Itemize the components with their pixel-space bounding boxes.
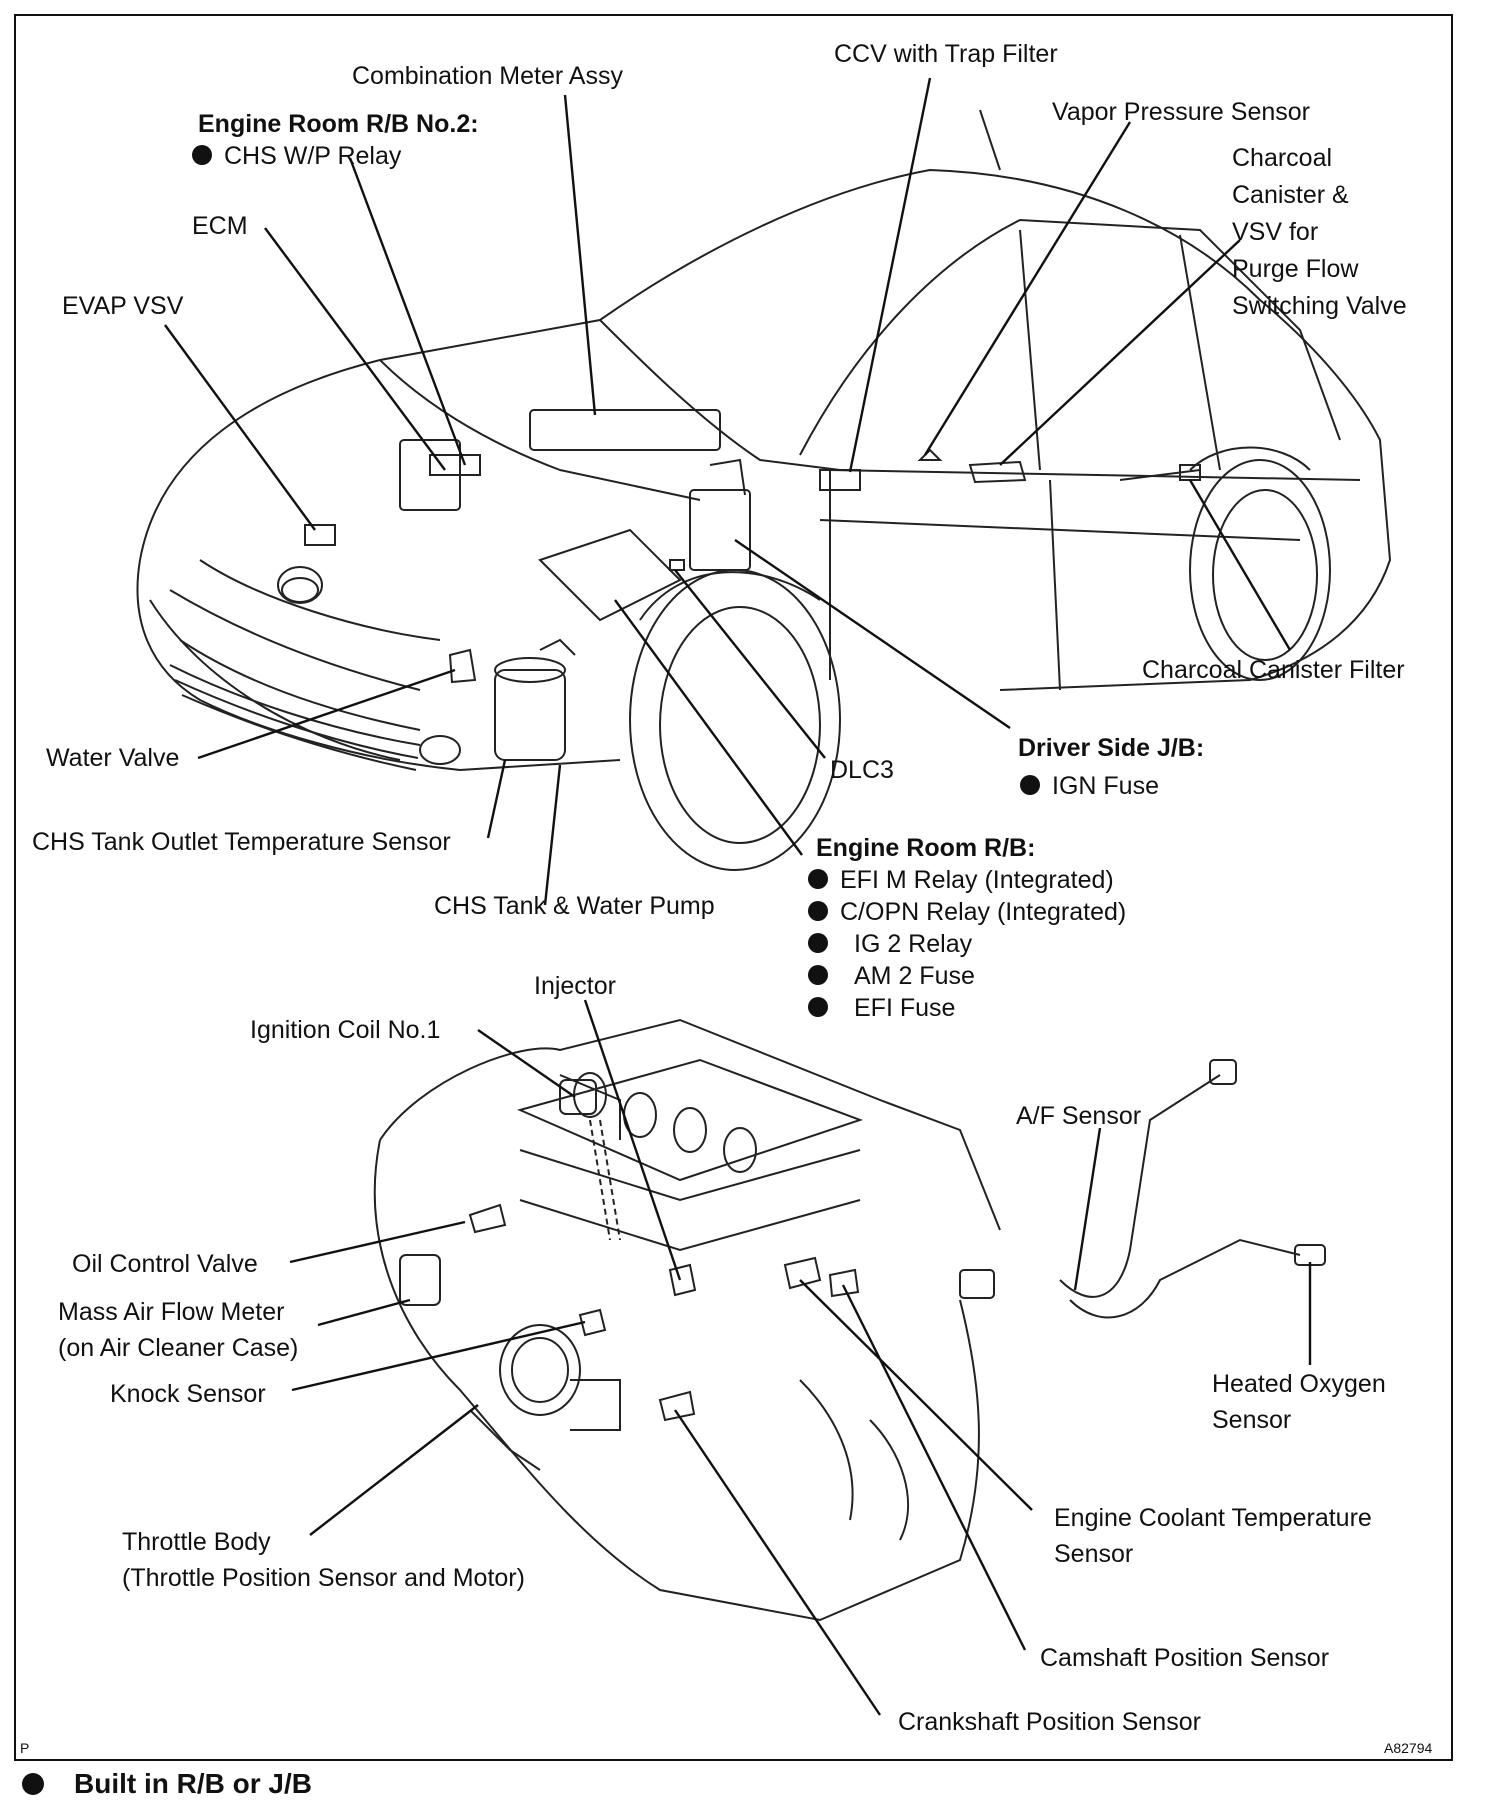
label-oil-control-valve: Oil Control Valve xyxy=(72,1250,258,1278)
label-ecm: ECM xyxy=(192,212,248,240)
label-charcoal-canister-line4: Purge Flow xyxy=(1232,255,1359,283)
label-throttle-body-line2: (Throttle Position Sensor and Motor) xyxy=(122,1564,525,1592)
af-sensor-pipe xyxy=(1059,1074,1221,1298)
label-ign-fuse: IGN Fuse xyxy=(1020,768,1159,804)
evap-vsv-shape xyxy=(304,524,336,546)
label-engine-coolant-line1: Engine Coolant Temperature xyxy=(1054,1504,1372,1532)
engine-outline xyxy=(373,1018,1326,1622)
diagram-frame xyxy=(14,14,1453,1761)
label-efi-m-relay: EFI M Relay (Integrated) xyxy=(808,862,1114,898)
driver-side-jb-shape xyxy=(689,489,751,571)
label-mass-air-flow-line1: Mass Air Flow Meter xyxy=(58,1298,285,1326)
label-charcoal-canister-filter: Charcoal Canister Filter xyxy=(1142,656,1405,684)
label-am2-fuse: AM 2 Fuse xyxy=(808,958,975,994)
page-mark: P xyxy=(20,1740,30,1756)
label-ig2-relay: IG 2 Relay xyxy=(808,926,972,962)
dlc3-shape xyxy=(669,559,685,571)
label-charcoal-canister-line3: VSV for xyxy=(1232,218,1319,246)
label-camshaft-position-sensor: Camshaft Position Sensor xyxy=(1040,1644,1330,1672)
label-crankshaft-position-sensor: Crankshaft Position Sensor xyxy=(898,1708,1201,1736)
car-components xyxy=(281,409,1201,761)
camshaft-shape xyxy=(828,1268,860,1298)
ect-shape xyxy=(783,1256,822,1290)
ccv-shape xyxy=(819,469,861,491)
vapor-sensor-shape xyxy=(917,448,943,461)
canister-filter-shape xyxy=(1179,464,1201,481)
label-throttle-body-line1: Throttle Body xyxy=(122,1528,271,1556)
emblem-shape xyxy=(281,577,319,603)
injector-shape xyxy=(668,1263,697,1297)
combination-meter-shape xyxy=(529,409,721,451)
built-in-dot-icon xyxy=(808,901,828,922)
label-chs-wp-relay: CHS W/P Relay xyxy=(192,138,401,174)
ho2-sensor-pipe xyxy=(1069,1238,1301,1319)
ignition-coil-shape xyxy=(559,1079,597,1115)
throttle-body-shape xyxy=(499,1324,581,1416)
label-engine-room-rb2-title: Engine Room R/B No.2: xyxy=(198,110,479,138)
label-driver-side-jb-title: Driver Side J/B: xyxy=(1018,734,1205,762)
built-in-dot-icon xyxy=(192,145,212,166)
label-dlc3: DLC3 xyxy=(830,756,894,784)
engine-room-rb-shape xyxy=(538,528,682,622)
built-in-dot-icon xyxy=(22,1772,44,1795)
chs-tank-shape xyxy=(494,669,566,761)
leader-lines xyxy=(164,77,1312,1716)
label-mass-air-flow-line2: (on Air Cleaner Case) xyxy=(58,1334,299,1362)
label-charcoal-canister-line5: Switching Valve xyxy=(1232,292,1407,320)
figure-code: A82794 xyxy=(1384,1740,1433,1756)
knock-sensor-shape xyxy=(578,1308,607,1337)
label-vapor-pressure-sensor: Vapor Pressure Sensor xyxy=(1052,98,1310,126)
water-valve-shape xyxy=(448,648,477,684)
ocv-shape xyxy=(468,1203,507,1234)
built-in-dot-icon xyxy=(808,997,828,1018)
label-ignition-coil: Ignition Coil No.1 xyxy=(250,1016,441,1044)
label-charcoal-canister-line2: Canister & xyxy=(1232,181,1349,209)
label-engine-room-rb-title: Engine Room R/B: xyxy=(816,834,1036,862)
label-combination-meter: Combination Meter Assy xyxy=(352,62,623,90)
label-efi-fuse: EFI Fuse xyxy=(808,990,955,1026)
label-chs-tank-water-pump: CHS Tank & Water Pump xyxy=(434,892,715,920)
built-in-dot-icon xyxy=(808,965,828,986)
footer-legend: Built in R/B or J/B xyxy=(22,1762,312,1806)
label-evap-vsv: EVAP VSV xyxy=(62,292,184,320)
label-injector: Injector xyxy=(534,972,616,1000)
label-ccv-trap-filter: CCV with Trap Filter xyxy=(834,40,1058,68)
built-in-dot-icon xyxy=(1020,775,1040,796)
label-water-valve: Water Valve xyxy=(46,744,180,772)
label-copn-relay: C/OPN Relay (Integrated) xyxy=(808,894,1126,930)
crankshaft-shape xyxy=(658,1390,696,1422)
label-charcoal-canister-line1: Charcoal xyxy=(1232,144,1333,172)
label-knock-sensor: Knock Sensor xyxy=(110,1380,266,1408)
label-heated-oxygen-line2: Sensor xyxy=(1212,1406,1292,1434)
label-heated-oxygen-line1: Heated Oxygen xyxy=(1212,1370,1386,1398)
built-in-dot-icon xyxy=(808,869,828,890)
built-in-dot-icon xyxy=(808,933,828,954)
label-engine-coolant-line2: Sensor xyxy=(1054,1540,1134,1568)
maf-shape xyxy=(399,1254,441,1306)
rear-wheel xyxy=(1189,446,1331,681)
front-wheel xyxy=(629,569,841,871)
label-af-sensor: A/F Sensor xyxy=(1016,1102,1142,1130)
label-chs-tank-outlet-temp: CHS Tank Outlet Temperature Sensor xyxy=(32,828,451,856)
